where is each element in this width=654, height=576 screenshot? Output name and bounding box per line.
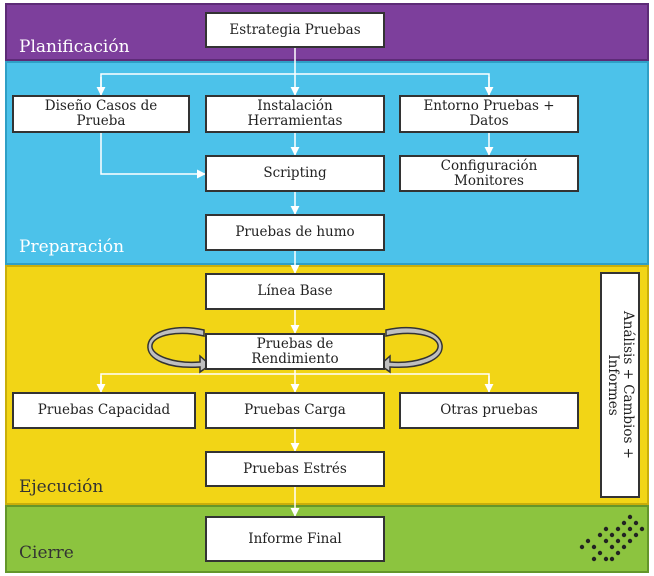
capacity-tests-box: Pruebas Capacidad [12,392,196,429]
cycle-arrow-icon [378,326,443,374]
cycle-arrow-icon [147,326,212,374]
env-data-box: Entorno Pruebas + Datos [399,95,579,133]
strategy-box: Estrategia Pruebas [205,12,385,48]
phase-label-planning: Planificación [19,37,130,57]
monitor-config-box: Configuración Monitores [399,155,579,192]
final-report-box: Informe Final [205,516,385,562]
phase-label-preparation: Preparación [19,237,125,257]
other-tests-box: Otras pruebas [399,392,579,429]
analysis-panel: Análisis + Cambios + Informes [600,272,640,498]
stress-tests-box: Pruebas Estrés [205,451,385,487]
analysis-panel-text: Análisis + Cambios + Informes [605,311,636,459]
baseline-box: Línea Base [205,273,385,310]
smoke-tests-box: Pruebas de humo [205,214,385,251]
scripting-box: Scripting [205,155,385,192]
tool-install-box: Instalación Herramientas [205,95,385,133]
load-tests-box: Pruebas Carga [205,392,385,429]
phase-label-execution: Ejecución [19,477,104,497]
checkmark-logo-icon [579,514,645,562]
phase-label-closing: Cierre [19,543,74,563]
test-case-design-box: Diseño Casos de Prueba [12,95,190,133]
performance-tests-box: Pruebas de Rendimiento [205,333,385,370]
